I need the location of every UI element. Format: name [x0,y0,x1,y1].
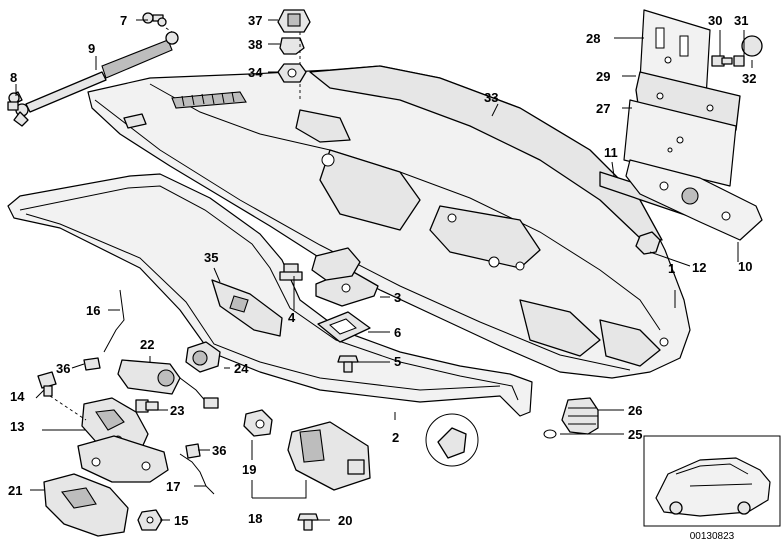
screw-30 [711,55,733,67]
screw-20 [297,513,319,531]
callout-31: 31 [734,13,748,28]
nut-34 [277,63,307,83]
callout-33: 33 [484,90,498,105]
callout-20: 20 [338,513,352,528]
clip-36-lower [185,443,201,459]
plate-panel-27 [623,99,737,187]
catalog-number: 00130823 [690,531,735,542]
callout-5: 5 [394,354,401,369]
screw-23 [135,399,159,413]
bolt-14 [37,371,57,397]
buffer-35 [211,279,283,337]
cap-32 [741,35,763,57]
callout-36-b: 36 [212,443,226,458]
actuator-24 [185,341,221,373]
callout-24: 24 [234,361,249,376]
latch-13 [77,397,169,483]
callout-30: 30 [708,13,722,28]
callout-38: 38 [248,37,262,52]
actuator-18 [287,421,371,491]
callout-23: 23 [170,403,184,418]
callout-12: 12 [692,260,706,275]
callout-17: 17 [166,479,180,494]
callout-26: 26 [628,403,642,418]
callout-19: 19 [242,462,256,477]
cover-21 [43,473,129,537]
callout-13: 13 [10,419,24,434]
callout-6: 6 [394,325,401,340]
callout-2: 2 [392,430,399,445]
o-ring-25 [543,429,557,439]
clip-37 [277,9,311,33]
callout-22: 22 [140,337,154,352]
trunk-lid-seal [7,173,533,417]
callout-36-a: 36 [56,361,70,376]
callout-8: 8 [10,70,17,85]
callout-10: 10 [738,259,752,274]
lock-cylinder-22 [117,359,181,395]
callout-32: 32 [742,71,756,86]
rod-17 [179,453,215,495]
ball-stud-8 [7,92,20,111]
callout-35: 35 [204,250,218,265]
callout-27: 27 [596,101,610,116]
callout-numbers: 1 2 3 4 5 6 7 8 9 10 11 12 13 14 15 16 1… [8,13,756,528]
bolt-4 [279,263,303,281]
seal-detail-circle [425,413,479,467]
callout-16: 16 [86,303,100,318]
seal-6 [317,311,371,343]
nut-15 [137,509,163,531]
hinge-bracket-3 [311,247,379,307]
handle-10 [625,159,763,241]
callout-1: 1 [668,261,675,276]
trunk-lid-panel [87,65,691,379]
callout-15: 15 [174,513,188,528]
callout-14: 14 [10,389,25,404]
callout-18: 18 [248,511,262,526]
vehicle-inset: 00130823 [643,435,781,542]
cable-24 [179,377,219,409]
grommet-12 [635,231,661,255]
rod-16 [103,289,125,353]
callout-21: 21 [8,483,22,498]
callout-28: 28 [586,31,600,46]
callout-34: 34 [248,65,263,80]
leader-lines [15,19,753,521]
ball-stud-7 [142,12,167,27]
callout-9: 9 [88,41,95,56]
stop-26 [561,397,599,435]
clip-36-upper [83,357,101,371]
callout-4: 4 [288,310,296,325]
callout-37: 37 [248,13,262,28]
callout-29: 29 [596,69,610,84]
callout-7: 7 [120,13,127,28]
callout-25: 25 [628,427,642,442]
callout-3: 3 [394,290,401,305]
callout-11: 11 [604,145,618,160]
washer-31 [733,55,745,67]
plug-19 [243,409,273,437]
